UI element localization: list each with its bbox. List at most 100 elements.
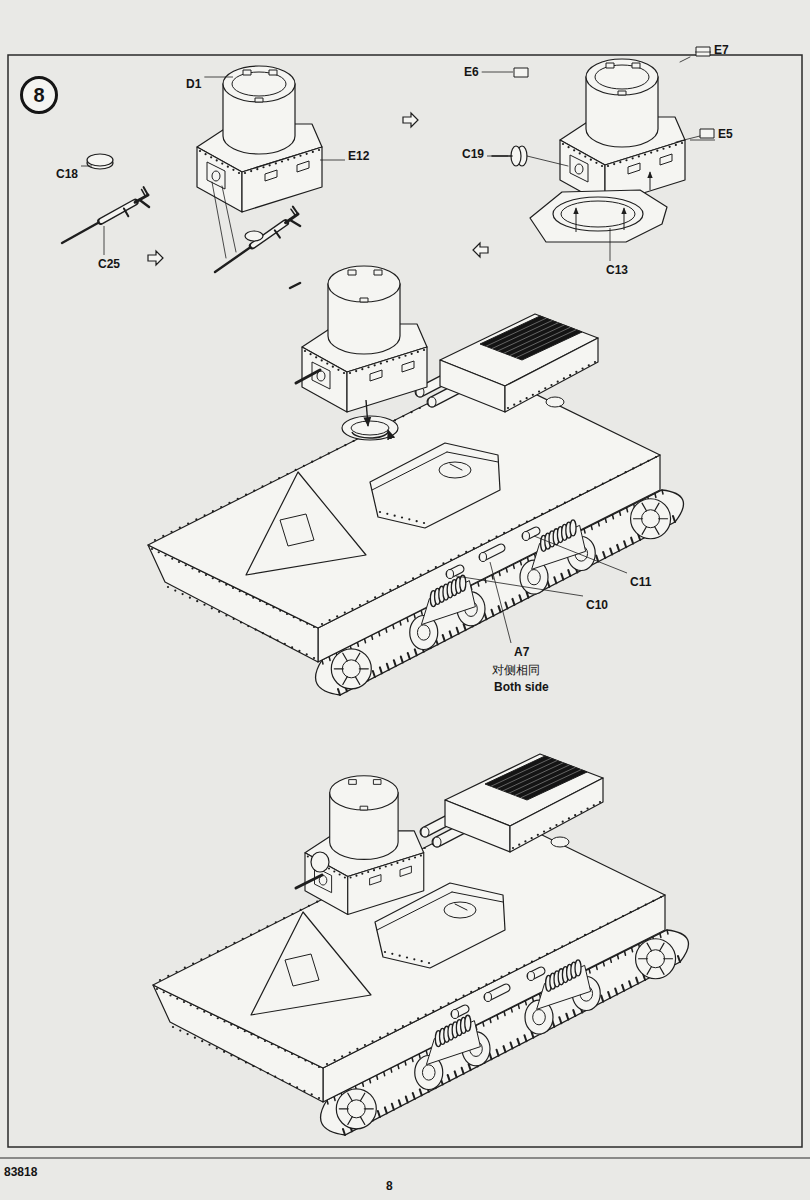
part-outline xyxy=(373,780,381,785)
rivet xyxy=(210,1014,212,1016)
rivet xyxy=(374,364,376,366)
part-line xyxy=(343,1129,345,1135)
rivet xyxy=(245,1061,247,1063)
rivet xyxy=(328,619,330,621)
rivet xyxy=(201,1040,203,1042)
rivet xyxy=(579,152,581,154)
part-line xyxy=(605,518,606,522)
rivet xyxy=(298,1056,300,1058)
rivet xyxy=(531,837,533,839)
rivet xyxy=(364,1044,366,1046)
part-line xyxy=(343,677,348,685)
part-line xyxy=(348,1093,353,1101)
rivet xyxy=(355,875,357,877)
part-line xyxy=(678,956,680,962)
part-line xyxy=(414,614,415,618)
rivet xyxy=(546,953,548,955)
part-line xyxy=(338,689,340,695)
part-number: A7 xyxy=(514,646,529,660)
rivet xyxy=(387,1033,389,1035)
rivet xyxy=(307,856,309,858)
rivet xyxy=(404,581,406,583)
rivet xyxy=(470,991,472,993)
part-line xyxy=(511,1043,513,1049)
illustration xyxy=(62,47,714,1135)
leader-line xyxy=(204,77,233,78)
rivet xyxy=(158,551,160,553)
part-ellipse xyxy=(546,397,564,407)
rivet xyxy=(319,456,321,458)
part-line xyxy=(642,503,647,511)
leader-line xyxy=(610,228,611,261)
rivet xyxy=(163,991,165,993)
rivet xyxy=(250,934,252,936)
part-line xyxy=(499,571,500,575)
rivet xyxy=(614,919,616,921)
rivet xyxy=(533,517,535,519)
rivet xyxy=(575,371,577,373)
part-line xyxy=(596,965,597,969)
part-line xyxy=(372,452,447,490)
part-line xyxy=(419,1054,420,1058)
rivet xyxy=(581,367,583,369)
part-line xyxy=(443,635,445,641)
part-line xyxy=(296,875,322,888)
rivet xyxy=(391,953,393,955)
part-ellipse xyxy=(311,852,329,872)
part-line xyxy=(509,765,569,793)
part-outline xyxy=(374,270,382,275)
rivet xyxy=(564,501,566,503)
rivet xyxy=(250,1033,252,1035)
rivet xyxy=(427,570,429,572)
rivet xyxy=(256,168,258,170)
rivet xyxy=(223,1020,225,1022)
assembly-arrow xyxy=(366,400,368,426)
part-line xyxy=(655,503,660,511)
rivet xyxy=(295,469,297,471)
part-line xyxy=(659,518,668,519)
rivet xyxy=(267,1072,269,1074)
part-line xyxy=(517,1039,519,1045)
rivet xyxy=(638,155,640,157)
rivet xyxy=(413,958,415,960)
rivet xyxy=(480,543,482,545)
part-line xyxy=(573,1010,575,1016)
part-line xyxy=(124,208,128,216)
rivet xyxy=(198,571,200,573)
part-line xyxy=(415,649,417,655)
rivet xyxy=(261,485,263,487)
part-outline xyxy=(280,514,314,546)
leader-line xyxy=(482,72,513,73)
rivet xyxy=(414,856,416,858)
part-line xyxy=(518,1004,519,1008)
part-line xyxy=(568,570,570,576)
part-outline xyxy=(246,472,366,575)
part-ellipse xyxy=(480,553,487,562)
leader-line xyxy=(487,156,508,157)
part-line xyxy=(527,557,528,561)
rivet xyxy=(394,515,396,517)
part-ellipse xyxy=(570,520,576,536)
part-ellipse xyxy=(444,902,476,918)
rivet xyxy=(406,956,408,958)
rivet xyxy=(275,921,277,923)
rivet xyxy=(402,860,404,862)
rivet xyxy=(259,600,261,602)
part-line xyxy=(222,186,236,252)
rivet xyxy=(242,938,244,940)
part-outline xyxy=(305,853,348,915)
rivet xyxy=(230,1024,232,1026)
rivet xyxy=(567,146,569,148)
rivet xyxy=(336,615,338,617)
part-ellipse xyxy=(551,837,569,847)
rivet xyxy=(312,151,314,153)
part-line xyxy=(343,653,348,661)
part-line xyxy=(506,603,508,609)
rivet xyxy=(594,361,596,363)
rivet xyxy=(274,1076,276,1078)
rivet xyxy=(210,156,212,158)
part-line xyxy=(559,1017,561,1023)
rivet xyxy=(458,555,460,557)
rivet xyxy=(176,998,178,1000)
part-outline xyxy=(402,361,414,372)
